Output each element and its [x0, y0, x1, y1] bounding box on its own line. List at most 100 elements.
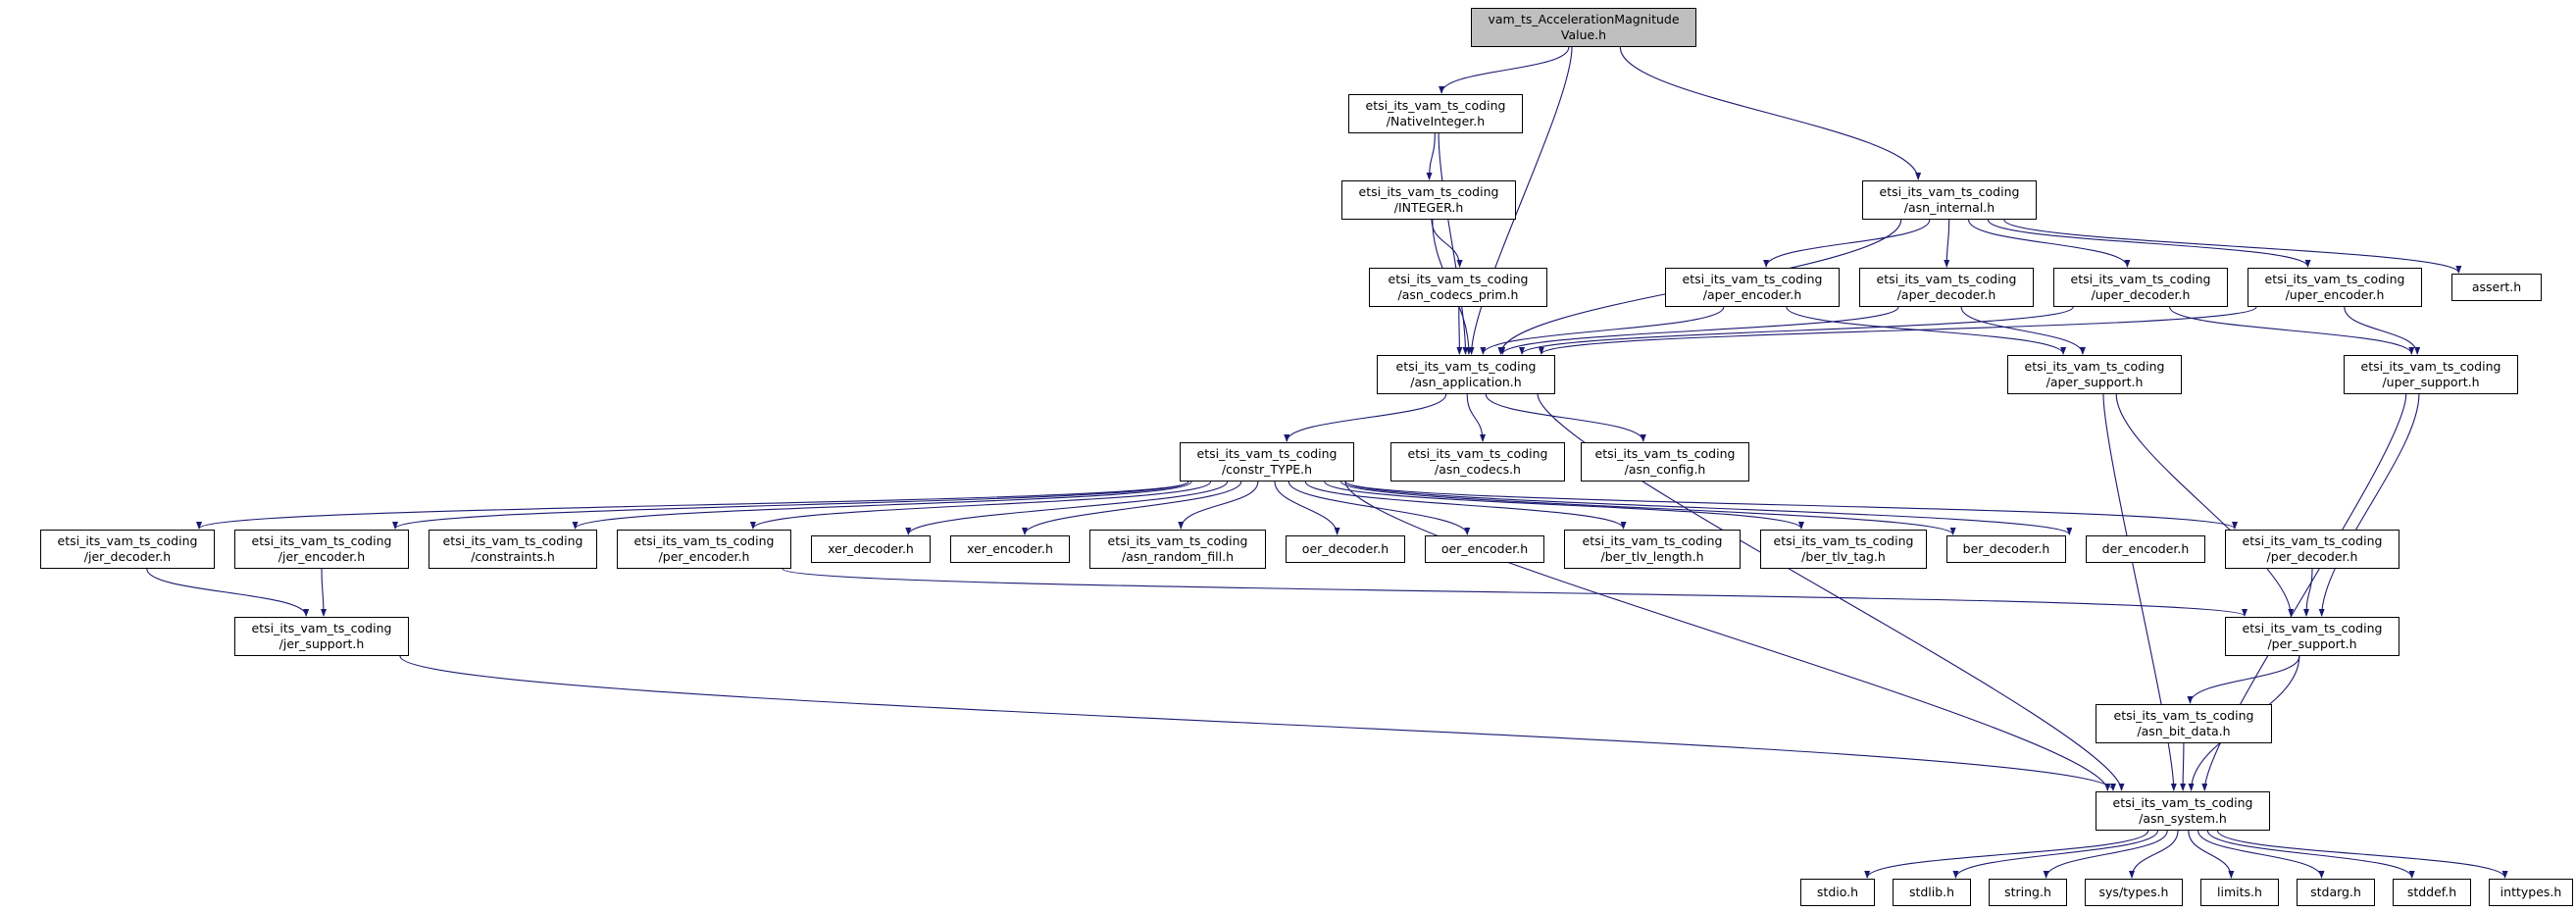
graph-node-constr_type[interactable]: etsi_its_vam_ts_coding/constr_TYPE.h — [1180, 442, 1354, 482]
include-edge-constr_type-to-asn_system — [1344, 481, 2111, 791]
graph-node-asn_application[interactable]: etsi_its_vam_ts_coding/asn_application.h — [1377, 355, 1555, 394]
graph-node-stddef[interactable]: stddef.h — [2393, 879, 2471, 906]
graph-node-label: etsi_its_vam_ts_coding — [1594, 446, 1736, 461]
include-edge-constr_type-to-ber_decoder — [1339, 481, 1956, 535]
graph-node-label: sys/types.h — [2098, 885, 2169, 899]
include-edge-constr_type-to-jer_decoder — [196, 481, 1189, 530]
graph-node-uper_encoder[interactable]: etsi_its_vam_ts_coding/uper_encoder.h — [2248, 268, 2422, 307]
include-edge-asn_system-to-string — [2043, 830, 2168, 879]
graph-node-per_encoder[interactable]: etsi_its_vam_ts_coding/per_encoder.h — [617, 530, 791, 569]
graph-node-label: /NativeInteger.h — [1386, 114, 1486, 128]
graph-node-aper_support[interactable]: etsi_its_vam_ts_coding/aper_support.h — [2007, 355, 2182, 394]
graph-node-label: etsi_its_vam_ts_coding — [633, 533, 775, 548]
graph-node-limits[interactable]: limits.h — [2200, 879, 2279, 906]
include-edge-constr_type-to-per_decoder — [1344, 481, 2238, 530]
include-edge-uper_support-to-per_support — [2318, 393, 2420, 617]
graph-node-label: /jer_decoder.h — [83, 549, 172, 564]
graph-node-asn_random_fill[interactable]: etsi_its_vam_ts_coding/asn_random_fill.h — [1089, 530, 1266, 569]
graph-node-label: etsi_its_vam_ts_coding — [1773, 533, 1914, 548]
graph-node-label: /constr_TYPE.h — [1221, 462, 1313, 477]
graph-node-integer[interactable]: etsi_its_vam_ts_coding/INTEGER.h — [1341, 180, 1516, 220]
include-edge-asn_bit_data-to-asn_system — [2180, 742, 2187, 791]
include-edge-aper_decoder-to-asn_application — [1499, 306, 1899, 355]
include-edge-per_decoder-to-per_support — [2303, 568, 2313, 617]
graph-node-stdarg[interactable]: stdarg.h — [2297, 879, 2375, 906]
graph-node-label: etsi_its_vam_ts_coding — [1876, 272, 2017, 286]
graph-node-label: etsi_its_vam_ts_coding — [1582, 533, 1723, 548]
graph-node-label: xer_decoder.h — [828, 541, 914, 556]
graph-node-jer_support[interactable]: etsi_its_vam_ts_coding/jer_support.h — [234, 617, 409, 656]
graph-node-label: /asn_system.h — [2139, 811, 2227, 826]
graph-node-label: /ber_tlv_tag.h — [1801, 549, 1886, 564]
graph-node-label: etsi_its_vam_ts_coding — [2112, 795, 2253, 810]
graph-node-label: etsi_its_vam_ts_coding — [2264, 272, 2405, 286]
graph-node-ber_decoder[interactable]: ber_decoder.h — [1946, 535, 2066, 563]
graph-node-label: limits.h — [2217, 885, 2262, 899]
graph-node-asn_bit_data[interactable]: etsi_its_vam_ts_coding/asn_bit_data.h — [2096, 704, 2272, 743]
graph-node-label: vam_ts_AccelerationMagnitude — [1488, 12, 1680, 26]
graph-node-string[interactable]: string.h — [1989, 879, 2067, 906]
graph-node-per_support[interactable]: etsi_its_vam_ts_coding/per_support.h — [2225, 617, 2399, 656]
graph-node-uper_decoder[interactable]: etsi_its_vam_ts_coding/uper_decoder.h — [2053, 268, 2228, 307]
graph-node-aper_decoder[interactable]: etsi_its_vam_ts_coding/aper_decoder.h — [1859, 268, 2034, 307]
include-edge-constr_type-to-constraints — [572, 481, 1192, 530]
graph-node-oer_encoder[interactable]: oer_encoder.h — [1425, 535, 1544, 563]
include-edge-asn_internal-to-aper_encoder — [1763, 219, 1931, 268]
graph-node-per_decoder[interactable]: etsi_its_vam_ts_coding/per_decoder.h — [2225, 530, 2399, 569]
graph-node-asn_system[interactable]: etsi_its_vam_ts_coding/asn_system.h — [2096, 791, 2270, 831]
graph-node-label: etsi_its_vam_ts_coding — [1107, 533, 1248, 548]
graph-node-label: stdio.h — [1816, 885, 1859, 899]
include-edge-asn_system-to-stdio — [1864, 830, 2149, 879]
graph-node-label: etsi_its_vam_ts_coding — [251, 533, 392, 548]
graph-node-asn_codecs[interactable]: etsi_its_vam_ts_coding/asn_codecs.h — [1390, 442, 1565, 482]
graph-node-asn_internal[interactable]: etsi_its_vam_ts_coding/asn_internal.h — [1862, 180, 2037, 220]
include-edge-vam-to-native_integer — [1439, 46, 1570, 94]
graph-node-inttypes[interactable]: inttypes.h — [2489, 879, 2573, 906]
graph-node-sys_types[interactable]: sys/types.h — [2085, 879, 2183, 906]
include-edge-asn_system-to-sys_types — [2129, 830, 2179, 879]
include-edge-aper_encoder-to-asn_application — [1480, 306, 1725, 355]
graph-node-label: /per_encoder.h — [658, 549, 750, 564]
graph-node-label: /aper_decoder.h — [1896, 287, 1996, 302]
graph-node-jer_decoder[interactable]: etsi_its_vam_ts_coding/jer_decoder.h — [40, 530, 215, 569]
graph-node-label: etsi_its_vam_ts_coding — [2242, 533, 2383, 548]
graph-node-ber_tlv_tag[interactable]: etsi_its_vam_ts_coding/ber_tlv_tag.h — [1760, 530, 1927, 569]
graph-node-label: inttypes.h — [2500, 885, 2562, 899]
graph-node-label: xer_encoder.h — [967, 541, 1053, 556]
graph-node-label: /aper_support.h — [2046, 375, 2144, 389]
graph-node-constraints[interactable]: etsi_its_vam_ts_coding/constraints.h — [429, 530, 597, 569]
include-edge-jer_support-to-asn_system — [399, 655, 2116, 791]
graph-node-label: /INTEGER.h — [1393, 200, 1464, 215]
graph-node-asn_codecs_prim[interactable]: etsi_its_vam_ts_coding/asn_codecs_prim.h — [1369, 268, 1547, 307]
graph-node-label: etsi_its_vam_ts_coding — [251, 621, 392, 635]
include-edge-constr_type-to-xer_decoder — [905, 481, 1229, 535]
graph-node-uper_support[interactable]: etsi_its_vam_ts_coding/uper_support.h — [2344, 355, 2518, 394]
include-edge-constr_type-to-der_encoder — [1344, 481, 2073, 535]
graph-node-xer_encoder[interactable]: xer_encoder.h — [950, 535, 1070, 563]
graph-node-label: oer_encoder.h — [1440, 541, 1529, 556]
graph-node-jer_encoder[interactable]: etsi_its_vam_ts_coding/jer_encoder.h — [234, 530, 409, 569]
graph-node-label: stdlib.h — [1908, 885, 1955, 899]
graph-node-stdlib[interactable]: stdlib.h — [1893, 879, 1971, 906]
graph-node-asn_config[interactable]: etsi_its_vam_ts_coding/asn_config.h — [1581, 442, 1749, 482]
graph-node-native_integer[interactable]: etsi_its_vam_ts_coding/NativeInteger.h — [1348, 94, 1523, 133]
graph-node-label: /asn_internal.h — [1903, 200, 1995, 215]
graph-node-assert[interactable]: assert.h — [2451, 274, 2542, 301]
graph-node-aper_encoder[interactable]: etsi_its_vam_ts_coding/aper_encoder.h — [1665, 268, 1840, 307]
graph-node-label: /per_support.h — [2267, 636, 2357, 651]
graph-node-label: etsi_its_vam_ts_coding — [1388, 272, 1529, 286]
graph-node-stdio[interactable]: stdio.h — [1800, 879, 1875, 906]
graph-node-ber_tlv_length[interactable]: etsi_its_vam_ts_coding/ber_tlv_length.h — [1564, 530, 1741, 569]
include-edge-asn_system-to-stddef — [2206, 830, 2415, 879]
include-edge-native_integer-to-asn_application — [1438, 132, 1469, 355]
graph-node-label: ber_decoder.h — [1962, 541, 2050, 556]
graph-node-label: etsi_its_vam_ts_coding — [2242, 621, 2383, 635]
graph-node-label: /jer_encoder.h — [278, 549, 366, 564]
include-edge-constr_type-to-jer_encoder — [392, 481, 1189, 530]
graph-node-der_encoder[interactable]: der_encoder.h — [2086, 535, 2205, 563]
graph-node-label: der_encoder.h — [2101, 541, 2190, 556]
graph-node-oer_decoder[interactable]: oer_decoder.h — [1286, 535, 1405, 563]
graph-node-xer_decoder[interactable]: xer_decoder.h — [811, 535, 931, 563]
graph-node-label: etsi_its_vam_ts_coding — [1682, 272, 1823, 286]
